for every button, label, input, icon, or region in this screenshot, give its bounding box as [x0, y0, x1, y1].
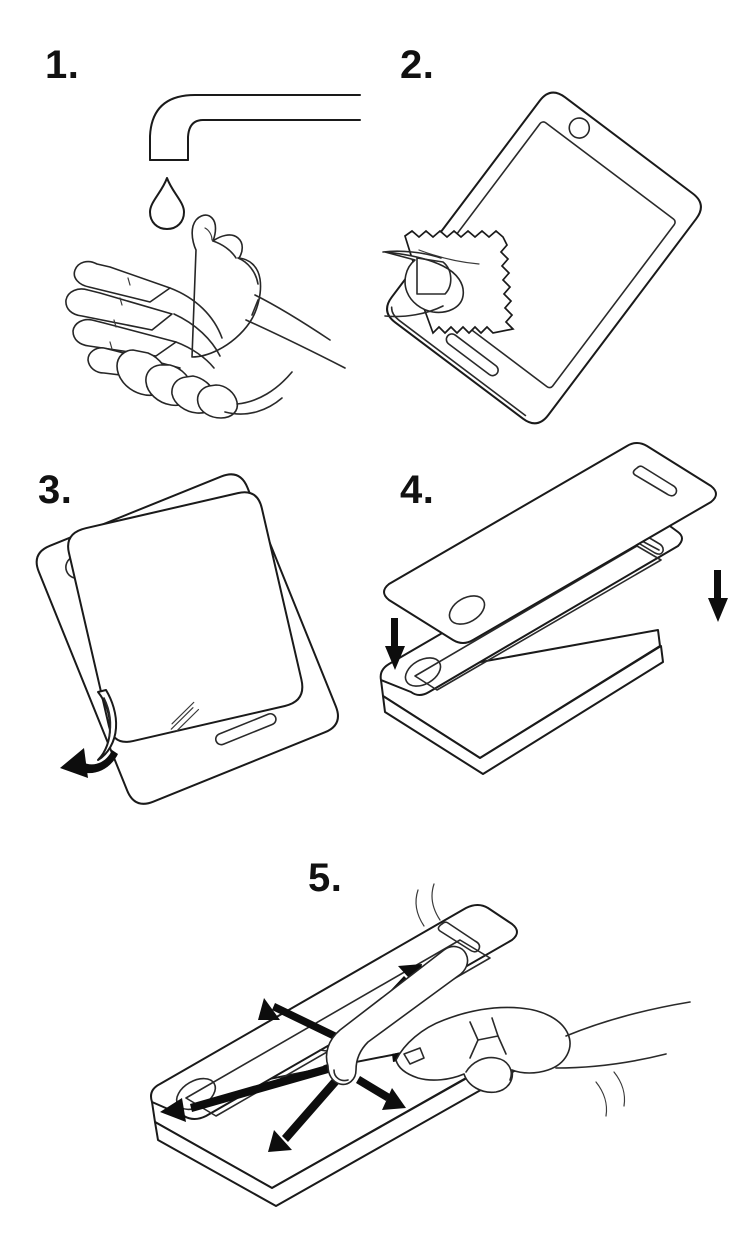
peel-tab-icon — [97, 689, 118, 761]
step-panel-3: 3. — [0, 440, 375, 840]
step-4-illustration — [375, 440, 750, 840]
step-number-4: 4. — [400, 468, 435, 512]
faucet-icon — [149, 94, 361, 161]
down-arrow-icon-right — [708, 570, 728, 622]
step-2-illustration — [375, 0, 750, 440]
smartphone-icon — [386, 91, 702, 425]
step-number-2: 2. — [400, 43, 435, 87]
washing-hands-icon — [65, 214, 346, 419]
step-number-5: 5. — [308, 856, 343, 900]
step-panel-5: 5. — [0, 840, 750, 1250]
motion-lines-icon — [415, 883, 441, 927]
step-panel-4: 4. — [375, 440, 750, 840]
arrow-left — [160, 1064, 332, 1122]
motion-lines-icon-right — [595, 1071, 626, 1117]
step-panel-1: 1. — [0, 0, 375, 440]
hand-icon — [382, 250, 465, 318]
water-drop-icon — [149, 177, 185, 230]
step-panel-2: 2. — [375, 0, 750, 440]
pointing-finger-icon — [325, 945, 469, 1086]
peel-film-icon — [67, 491, 304, 743]
step-number-3: 3. — [38, 468, 73, 512]
screen-protector-icon — [383, 442, 717, 644]
arrow-down-left — [268, 1072, 344, 1152]
down-arrow-icon-left — [385, 618, 405, 670]
arrow-down-right — [356, 1076, 406, 1110]
step-3-illustration — [0, 440, 375, 840]
arrow-up-left — [258, 998, 337, 1040]
step-5-illustration — [0, 840, 750, 1250]
step-1-illustration — [0, 0, 375, 440]
curved-arrow-icon — [60, 748, 118, 778]
step-number-1: 1. — [45, 43, 80, 87]
hand-icon — [395, 1001, 691, 1094]
